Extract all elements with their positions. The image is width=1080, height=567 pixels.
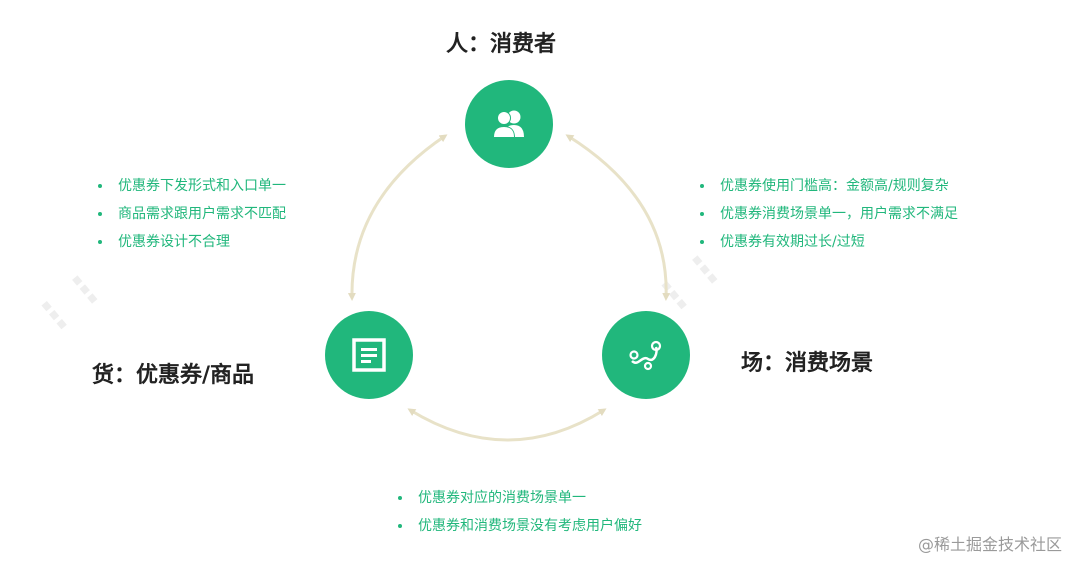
route-icon: [629, 340, 662, 371]
arc-people-goods: [347, 134, 448, 301]
list-item: 优惠券使用门槛高：金额高/规则复杂: [698, 172, 958, 200]
list-item: 优惠券设计不合理: [96, 228, 286, 256]
list-item: 优惠券对应的消费场景单一: [396, 484, 642, 512]
goods-points: 优惠券下发形式和入口单一 商品需求跟用户需求不匹配 优惠券设计不合理: [96, 172, 286, 256]
scene-node: [602, 311, 690, 399]
arc-people-scene: [565, 134, 671, 301]
people-title: 人：消费者: [446, 32, 557, 57]
bottom-points: 优惠券对应的消费场景单一 优惠券和消费场景没有考虑用户偏好: [396, 484, 642, 540]
arc-goods-scene: [407, 408, 607, 442]
goods-node: [325, 311, 413, 399]
watermark-text: @稀土掘金技术社区: [917, 535, 1062, 554]
users-icon: [493, 110, 524, 138]
list-item: 优惠券和消费场景没有考虑用户偏好: [396, 512, 642, 540]
list-item: 优惠券下发形式和入口单一: [96, 172, 286, 200]
list-item: 商品需求跟用户需求不匹配: [96, 200, 286, 228]
scene-points: 优惠券使用门槛高：金额高/规则复杂 优惠券消费场景单一，用户需求不满足 优惠券有…: [698, 172, 958, 256]
people-node: [465, 80, 553, 168]
list-item: 优惠券消费场景单一，用户需求不满足: [698, 200, 958, 228]
goods-title: 货：优惠券/商品: [92, 363, 255, 388]
list-item: 优惠券有效期过长/过短: [698, 228, 958, 256]
document-icon: [352, 338, 386, 372]
scene-title: 场：消费场景: [741, 351, 874, 376]
